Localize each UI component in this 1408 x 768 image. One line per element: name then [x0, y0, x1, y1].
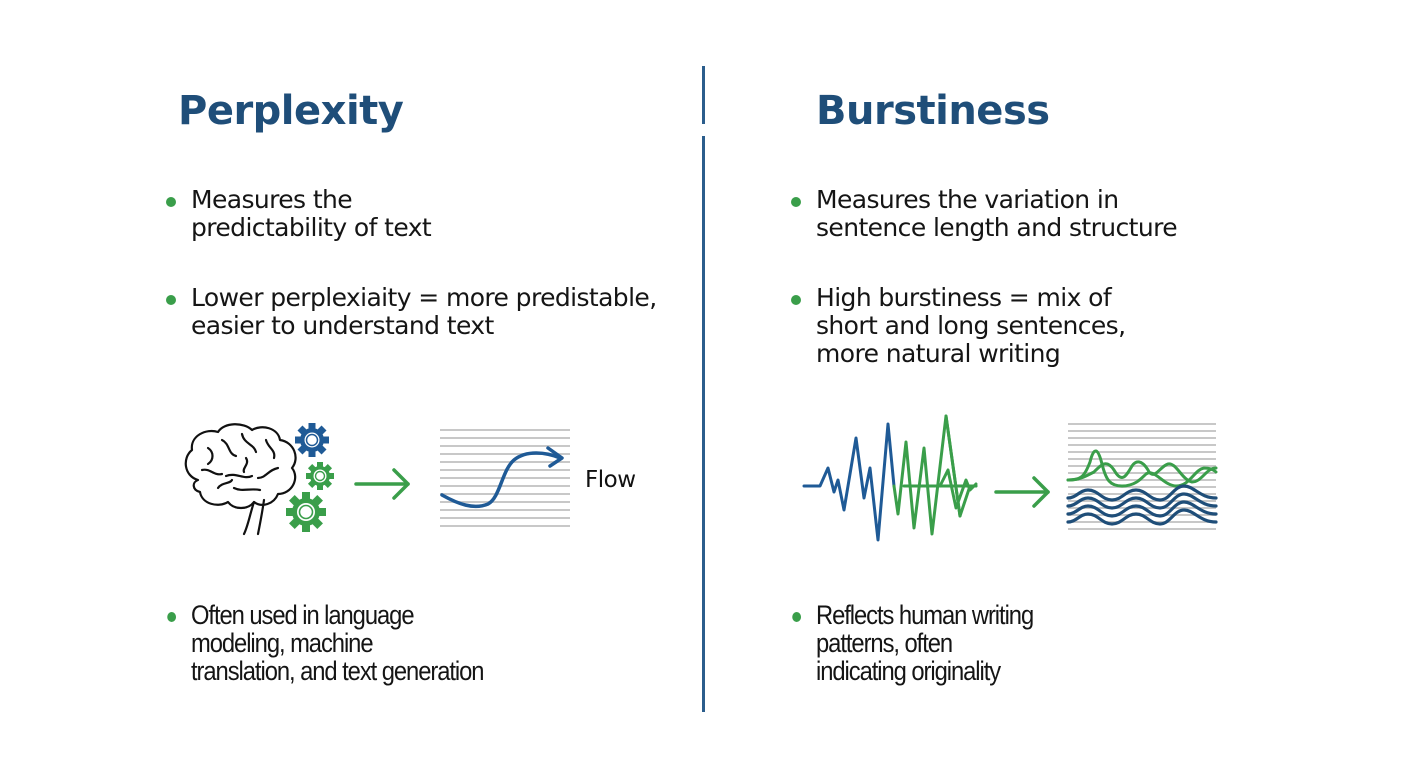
bullet-dot-icon — [166, 197, 176, 207]
burstiness-bullet-2: High burstiness = mix of short and long … — [791, 284, 1126, 368]
perplexity-bullet-1: Measures the predictability of text — [166, 186, 432, 242]
flow-label: Flow — [585, 467, 636, 493]
wave-lines-icon — [1066, 423, 1218, 530]
brain-icon — [184, 423, 297, 536]
arrow-right-icon — [994, 476, 1050, 508]
waveform-icon — [802, 414, 978, 542]
perplexity-bullet-2: Lower perplexiaity = more predistable, e… — [166, 284, 657, 340]
gear-icon-green-large — [286, 492, 326, 532]
bullet-dot-icon — [166, 295, 176, 305]
gear-icon-green-small — [306, 462, 334, 490]
bullet-dot-icon — [792, 612, 802, 622]
burstiness-title: Burstiness — [816, 88, 1050, 134]
bullet-dot-icon — [791, 295, 801, 305]
gear-icon-blue — [295, 423, 329, 457]
column-divider-top — [702, 66, 705, 124]
bullet-dot-icon — [167, 612, 177, 622]
perplexity-bullet-3: Often used in language modeling, machine… — [167, 601, 485, 685]
burstiness-bullet-1: Measures the variation in sentence lengt… — [791, 186, 1178, 242]
flow-curve-icon — [440, 429, 570, 527]
bullet-dot-icon — [791, 197, 801, 207]
arrow-right-icon — [354, 468, 410, 500]
burstiness-bullet-3: Reflects human writing patterns, often i… — [792, 601, 1034, 685]
perplexity-title: Perplexity — [178, 88, 404, 134]
column-divider — [702, 136, 705, 712]
